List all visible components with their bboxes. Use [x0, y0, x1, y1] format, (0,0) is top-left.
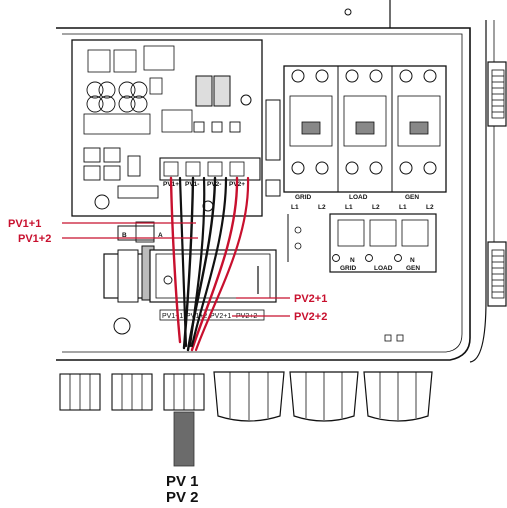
- strip-label-3: PV2+1: [210, 313, 231, 320]
- pv-cable: [173, 411, 195, 467]
- ac-breaker-labels: GRID LOAD GEN L1 L2 L1 L2 L1 L2: [291, 194, 434, 211]
- breaker-l1-b: L1: [345, 204, 353, 211]
- callout-leaders: [62, 222, 290, 317]
- breaker-l1-c: L1: [399, 204, 407, 211]
- pv-terminal-row: PV1+ PV1- PV2- PV2+: [159, 157, 261, 188]
- terminal-label-load: LOAD: [374, 265, 393, 272]
- breaker-l2-a: L2: [318, 204, 326, 211]
- terminal-n-gen: N: [410, 257, 415, 264]
- cable-label-pv1: PV 1: [166, 473, 199, 490]
- cable-glands: [59, 371, 433, 422]
- strip-label-1: PV1+1: [162, 313, 183, 320]
- strip-label-2: PV1+2: [186, 313, 207, 320]
- board-label-b: B: [122, 232, 127, 239]
- breaker-l2-b: L2: [372, 204, 380, 211]
- board-connector-b-a: B A: [117, 221, 163, 243]
- ac-terminal-block: [287, 213, 437, 273]
- terminal-label-grid: GRID: [340, 265, 357, 272]
- board-label-a: A: [158, 232, 163, 239]
- door-hinge-upper: [487, 61, 507, 127]
- door-hinge-lower: [487, 241, 507, 307]
- callout-pv1-negative: PV1+2: [18, 233, 51, 245]
- pv-wires: [169, 176, 250, 352]
- breaker-label-gen: GEN: [405, 194, 419, 201]
- breaker-l1-a: L1: [291, 204, 299, 211]
- callout-pv2-negative: PV2+2: [294, 311, 327, 323]
- callout-pv1-positive: PV1+1: [8, 218, 41, 230]
- ac-breaker-bank: [265, 65, 447, 197]
- breaker-label-grid: GRID: [295, 194, 312, 201]
- cable-label-pv2: PV 2: [166, 489, 199, 506]
- control-pcb: [71, 39, 263, 217]
- breaker-label-load: LOAD: [349, 194, 368, 201]
- terminal-n-grid: N: [350, 257, 355, 264]
- ac-terminal-labels: N GRID LOAD N GEN: [340, 257, 420, 272]
- breaker-l2-c: L2: [426, 204, 434, 211]
- terminal-label-gen: GEN: [406, 265, 420, 272]
- callout-pv2-positive: PV2+1: [294, 293, 327, 305]
